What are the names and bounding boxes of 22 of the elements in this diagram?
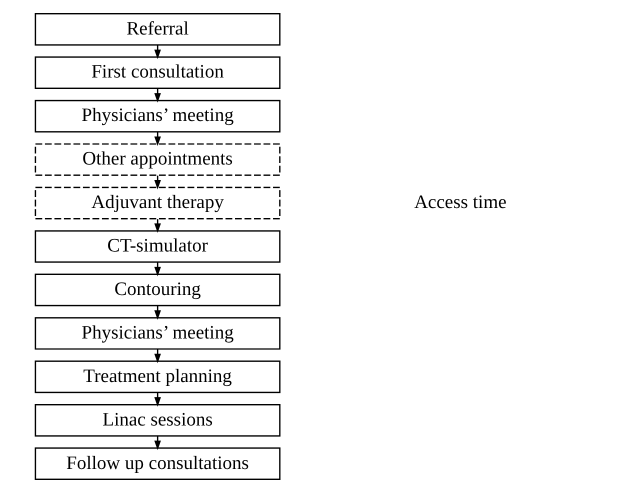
- node-box: Adjuvant therapy: [34, 186, 280, 220]
- label: Access time: [414, 192, 506, 214]
- arrow: [154, 436, 160, 450]
- node-box: Other appointments: [34, 143, 280, 176]
- arrow: [154, 45, 160, 60]
- node-box: Follow up consultations: [34, 447, 280, 480]
- arrow: [154, 349, 160, 364]
- node-box: Treatment planning: [34, 360, 280, 394]
- arrow: [154, 132, 160, 146]
- node-box: Physicians’ meeting: [34, 317, 280, 350]
- node-box: Contouring: [34, 274, 280, 306]
- arrow: [154, 88, 160, 103]
- arrow: [154, 392, 160, 407]
- node-box: Physicians’ meeting: [34, 100, 280, 132]
- arrow: [154, 219, 160, 233]
- node-box: CT-simulator: [34, 230, 280, 263]
- node-box: Linac sessions: [34, 404, 280, 437]
- arrow: [154, 306, 160, 320]
- arrow: [154, 262, 160, 276]
- arrow: [154, 176, 160, 190]
- node-box: First consultation: [34, 56, 280, 89]
- node-box: Referral: [34, 12, 280, 46]
